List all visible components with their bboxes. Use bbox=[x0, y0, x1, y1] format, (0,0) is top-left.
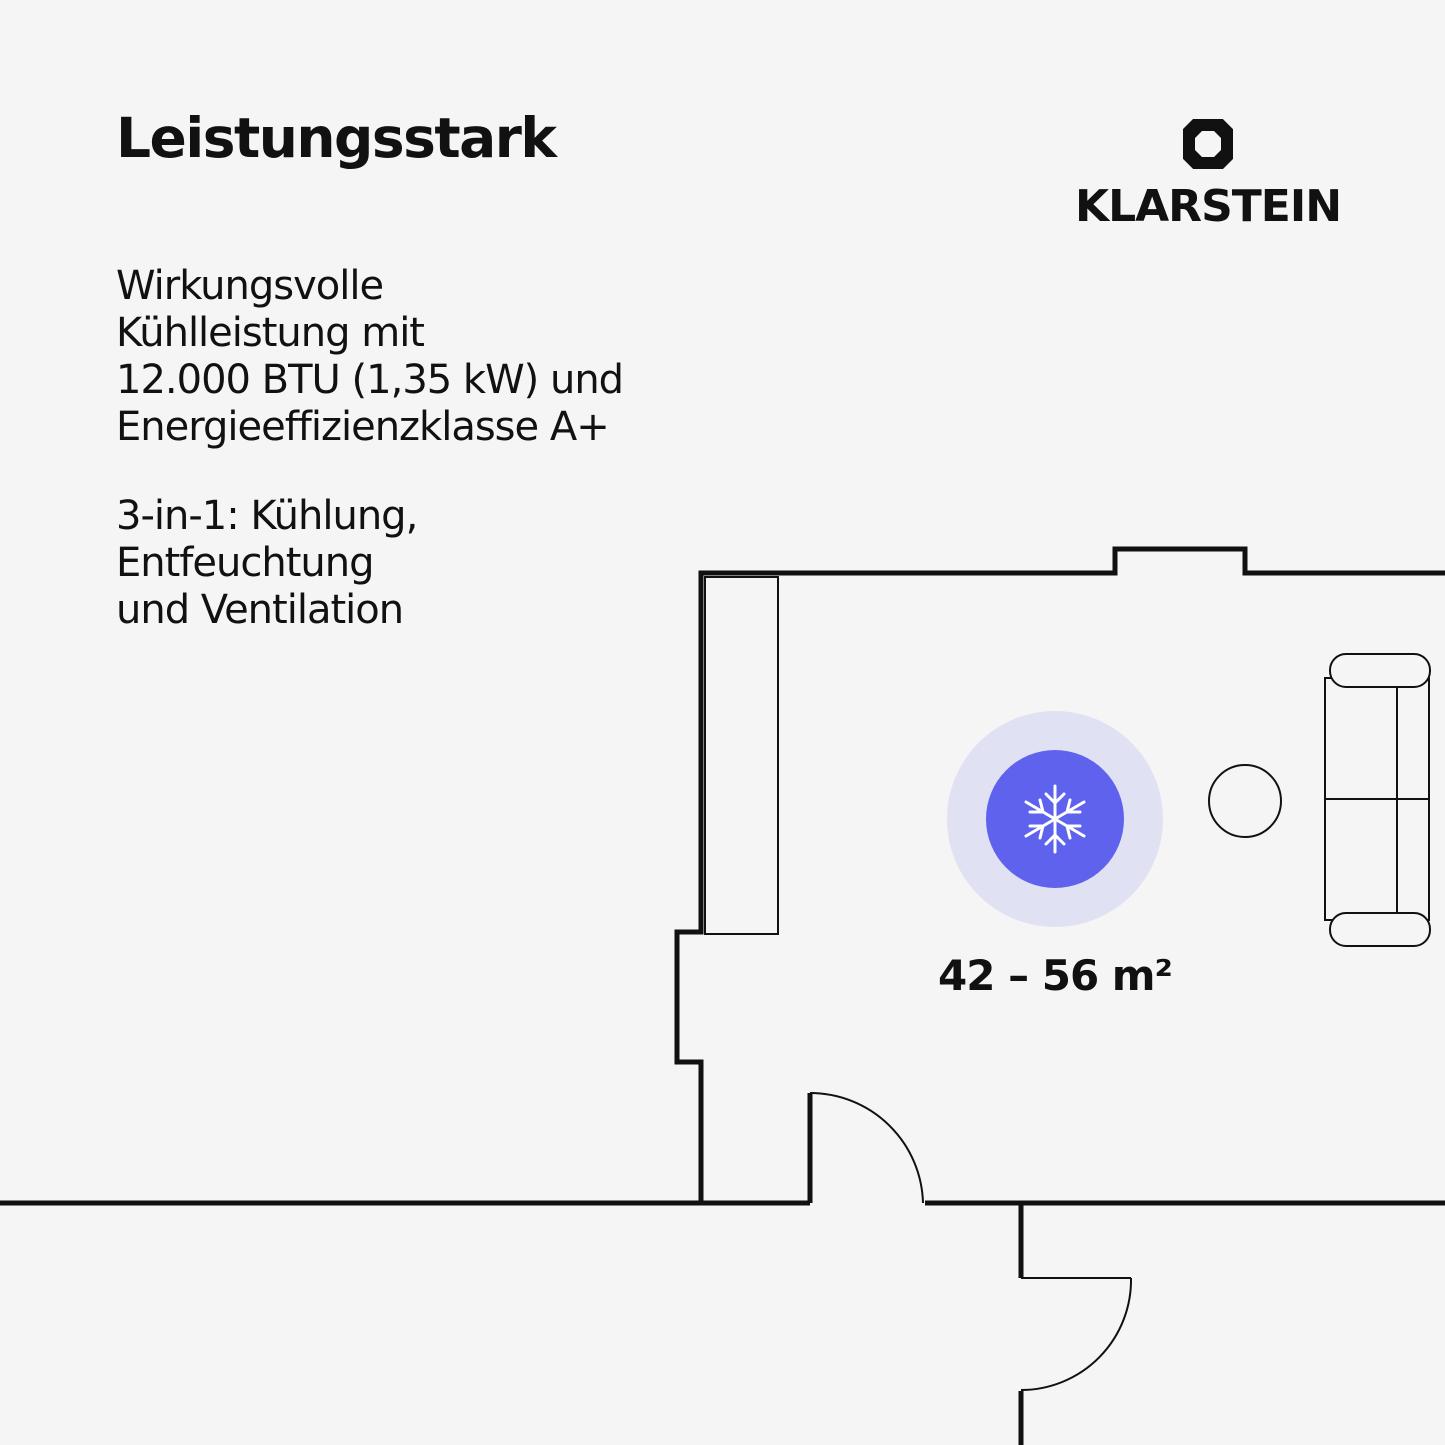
snowflake-icon bbox=[1024, 784, 1086, 854]
feature-line: 3-in-1: Kühlung, bbox=[116, 493, 418, 539]
brand-name: KLARSTEIN bbox=[1075, 181, 1342, 232]
feature-cooling-power: Wirkungsvolle Kühlleistung mit 12.000 BT… bbox=[116, 263, 676, 451]
side-table bbox=[1208, 764, 1282, 838]
feature-line: Kühlleistung mit bbox=[116, 310, 425, 356]
feature-line: Energieeffizienzklasse A+ bbox=[116, 404, 610, 450]
door-swing-arc bbox=[809, 1092, 924, 1204]
brand-logo: KLARSTEIN bbox=[1075, 110, 1342, 232]
wall-cabinet bbox=[704, 576, 779, 935]
headline: Leistungsstark bbox=[116, 106, 557, 170]
sofa-armrest-top bbox=[1329, 653, 1431, 688]
feature-three-in-one: 3-in-1: Kühlung, Entfeuchtung und Ventil… bbox=[116, 493, 676, 634]
coverage-area-label: 42 – 56 m² bbox=[938, 951, 1173, 1000]
lower-door-swing-arc bbox=[1020, 1277, 1133, 1391]
feature-line: 12.000 BTU (1,35 kW) und bbox=[116, 357, 624, 403]
room-outer-wall bbox=[674, 546, 1445, 1203]
feature-line: Entfeuchtung bbox=[116, 540, 374, 586]
feature-line: und Ventilation bbox=[116, 587, 404, 633]
sofa-armrest-bottom bbox=[1329, 912, 1431, 947]
klarstein-diamond-logo-icon bbox=[1176, 113, 1239, 175]
feature-line: Wirkungsvolle bbox=[116, 263, 384, 309]
